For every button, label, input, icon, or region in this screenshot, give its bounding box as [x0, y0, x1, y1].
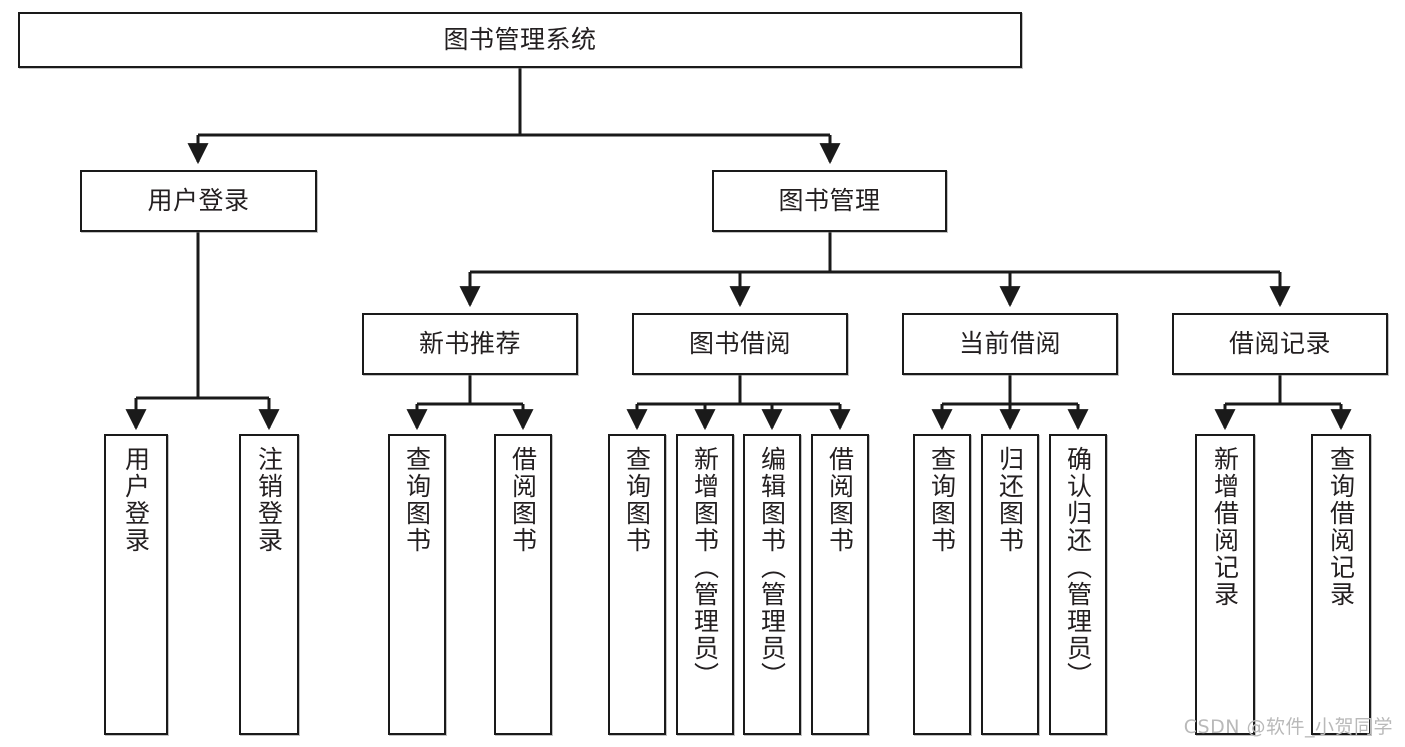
leaf-borrow-record-add[interactable]: 新增借阅记录 [1195, 434, 1255, 735]
node-label: 新书推荐 [418, 329, 521, 358]
node-label: 编辑图书（管理员） [757, 446, 787, 689]
node-label: 查询借阅记录 [1326, 446, 1356, 608]
node-label: 借阅图书 [508, 446, 538, 554]
watermark: CSDN @软件_小贺同学 [1183, 716, 1393, 738]
leaf-current-borrow-query[interactable]: 查询图书 [913, 434, 971, 735]
node-label: 借阅图书 [825, 446, 855, 554]
leaf-book-borrow-query[interactable]: 查询图书 [608, 434, 666, 735]
leaf-current-borrow-return[interactable]: 归还图书 [981, 434, 1039, 735]
node-borrow-record[interactable]: 借阅记录 [1172, 313, 1388, 375]
leaf-user-login-login[interactable]: 用户登录 [104, 434, 168, 735]
node-label: 查询图书 [622, 446, 652, 554]
leaf-book-borrow-borrow[interactable]: 借阅图书 [811, 434, 869, 735]
node-label: 新增借阅记录 [1210, 446, 1240, 608]
node-label: 当前借阅 [958, 329, 1061, 358]
node-label: 查询图书 [927, 446, 957, 554]
leaf-current-borrow-confirm-return[interactable]: 确认归还（管理员） [1049, 434, 1107, 735]
leaf-book-borrow-add[interactable]: 新增图书（管理员） [676, 434, 734, 735]
node-label: 借阅记录 [1228, 329, 1331, 358]
node-label: 图书借阅 [688, 329, 791, 358]
node-new-book-recommend[interactable]: 新书推荐 [362, 313, 578, 375]
node-current-borrow[interactable]: 当前借阅 [902, 313, 1118, 375]
node-book-borrow[interactable]: 图书借阅 [632, 313, 848, 375]
leaf-new-book-query[interactable]: 查询图书 [388, 434, 446, 735]
leaf-book-borrow-edit[interactable]: 编辑图书（管理员） [743, 434, 801, 735]
node-label: 归还图书 [995, 446, 1025, 554]
node-label: 图书管理 [778, 186, 881, 215]
leaf-new-book-borrow[interactable]: 借阅图书 [494, 434, 552, 735]
node-label: 用户登录 [121, 446, 151, 554]
node-label: 图书管理系统 [443, 25, 597, 54]
node-label: 查询图书 [402, 446, 432, 554]
node-label: 用户登录 [147, 186, 250, 215]
node-book-management[interactable]: 图书管理 [712, 170, 947, 232]
node-label: 新增图书（管理员） [690, 446, 720, 689]
leaf-user-login-logout[interactable]: 注销登录 [239, 434, 299, 735]
node-user-login[interactable]: 用户登录 [80, 170, 317, 232]
node-label: 注销登录 [254, 446, 284, 554]
node-label: 确认归还（管理员） [1063, 446, 1093, 689]
leaf-borrow-record-query[interactable]: 查询借阅记录 [1311, 434, 1371, 735]
node-root-system[interactable]: 图书管理系统 [18, 12, 1022, 68]
